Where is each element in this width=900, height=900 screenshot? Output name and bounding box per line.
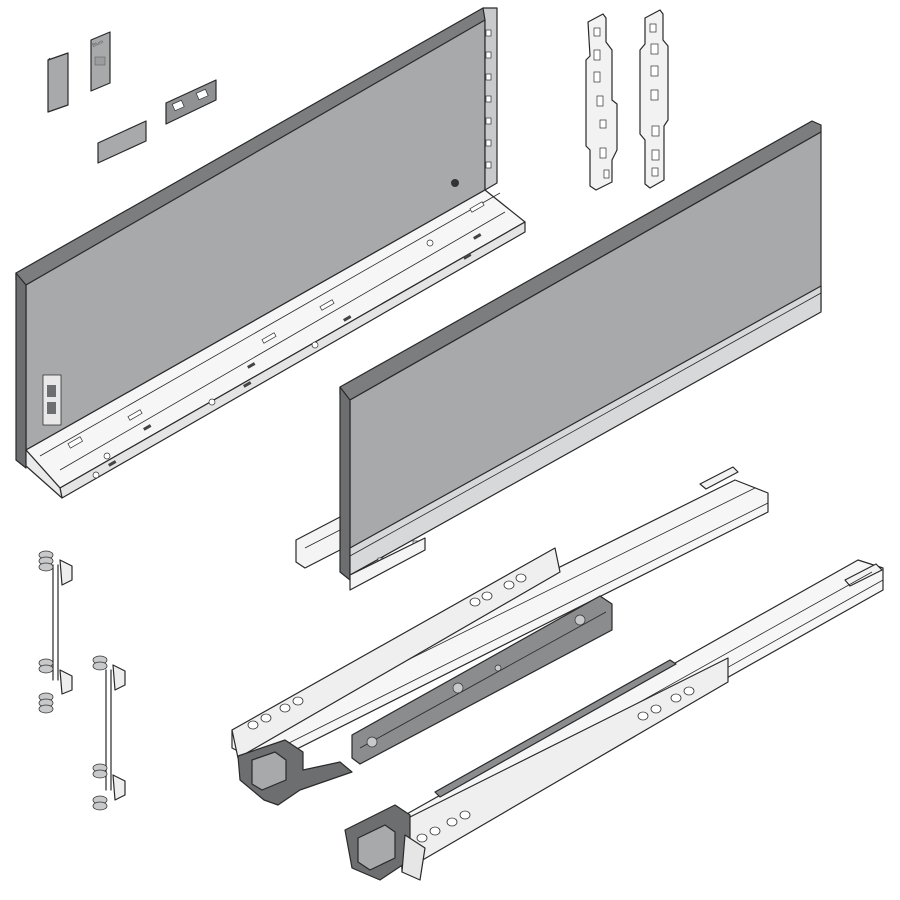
runner-left	[231, 466, 769, 806]
runner-right	[344, 559, 884, 881]
right-drawer-side	[295, 120, 822, 591]
rail-connector-short	[92, 655, 126, 811]
embossed-logo: Blum	[92, 39, 105, 49]
front-fixing-bracket	[165, 79, 217, 125]
cover-strip	[97, 120, 147, 164]
cover-cap-left	[47, 52, 69, 113]
back-bracket-right	[639, 9, 669, 189]
back-bracket-left	[585, 13, 618, 191]
cover-cap-right: Blum	[90, 31, 111, 92]
rail-connector-long	[38, 550, 73, 714]
left-drawer-side	[15, 7, 526, 499]
